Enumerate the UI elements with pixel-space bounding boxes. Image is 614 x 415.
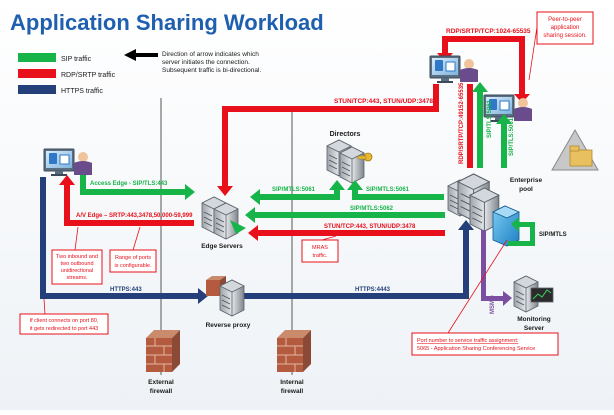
- https-4443-flow: [244, 220, 474, 299]
- rdp-top-label: RDP/SRTP/TCP:1024-65535: [446, 28, 531, 35]
- sip-mtls-5062-flow: [245, 207, 445, 223]
- mras-callout-line1: MRAS: [312, 245, 328, 251]
- legend: SIP traffic RDP/SRTP traffic HTTPS traff…: [18, 49, 261, 95]
- sip-mtls-director-2-flow: [347, 180, 444, 200]
- sip-tls-vertical-1-label: SIP/TLS:5061: [487, 99, 493, 138]
- legend-direction-arrow-icon: [124, 49, 158, 61]
- av-edge-flow: [59, 175, 194, 226]
- stun-top-flow: [217, 84, 439, 196]
- reverse-proxy-label: Reverse proxy: [206, 322, 251, 329]
- file-share-icon: [551, 128, 599, 171]
- https-4443-label: HTTPS:4443: [355, 287, 391, 293]
- monitoring-chart-icon: [530, 287, 554, 303]
- external-firewall-label-2: firewall: [150, 388, 173, 395]
- edge-servers-label: Edge Servers: [201, 243, 243, 250]
- directors-label: Directors: [330, 131, 361, 138]
- rdp-vertical-label: RDP/SRTP/TCP:49152-65535: [459, 82, 465, 164]
- mras-callout-box: [301, 239, 339, 263]
- port80-callout-line1: If client connects on port 80,: [30, 318, 99, 324]
- sip-tls-vertical-1: [472, 82, 488, 168]
- msmq-label: MSMQ: [490, 295, 496, 314]
- stun-bottom-label: STUN/TCP:443, STUN/UDP:3478: [324, 224, 416, 230]
- stun-bottom-flow: [248, 225, 445, 241]
- assign-callout-pointer: [447, 239, 508, 334]
- sip-mtls-director-2-label: SIP/MTLS:5061: [366, 187, 410, 193]
- https-443-flow: [40, 177, 208, 304]
- rdp-vertical-flow: [467, 84, 473, 168]
- external-firewall-icon: [145, 329, 181, 373]
- legend-direction-line1: Direction of arrow indicates which: [162, 51, 259, 58]
- legend-https-swatch: [18, 85, 56, 94]
- p2p-callout-line3: sharing session.: [543, 33, 587, 39]
- inout-callout-line1: Two inbound and: [56, 254, 98, 260]
- sip-mtls-right-label: SIP/MTLS: [539, 232, 567, 238]
- access-edge-flow: [80, 175, 195, 200]
- legend-rdp-label: RDP/SRTP traffic: [61, 72, 116, 79]
- page-title: Application Sharing Workload: [10, 10, 324, 35]
- assign-callout-box: [411, 332, 559, 356]
- p2p-callout-line2: application: [551, 25, 580, 31]
- p2p-callout-pointer: [528, 26, 538, 81]
- range-callout-line2: is configurable.: [115, 263, 152, 269]
- inout-callout-line4: streams.: [66, 275, 88, 281]
- inout-callout-pointer: [74, 226, 79, 251]
- enterprise-pool-label-1: Enterprise: [510, 177, 543, 184]
- stun-top-label: STUN/TCP:443, STUN/UDP:3478: [334, 98, 433, 105]
- legend-direction-line2: server initiates the connection.: [162, 59, 250, 66]
- sip-mtls-director-1-flow: [250, 180, 345, 205]
- mras-callout-pointer: [321, 235, 337, 241]
- legend-sip-label: SIP traffic: [61, 56, 92, 63]
- inout-callout-line2: two outbound: [60, 261, 93, 267]
- legend-direction-line3: Subsequent traffic is bi-directional.: [162, 67, 261, 74]
- p2p-callout-line1: Peer-to-peer: [548, 17, 582, 23]
- mras-callout-line2: traffic.: [313, 253, 328, 259]
- port80-callout-line2: it gets redirected to port 443: [30, 326, 98, 332]
- access-edge-label: Access Edge - SIP/TLS:443: [90, 181, 168, 187]
- sip-mtls-director-1-label: SIP/MTLS:5061: [272, 187, 316, 193]
- range-callout-box: [109, 249, 157, 273]
- directors-server-2: [339, 146, 365, 184]
- edge-green-arrow-icon: [230, 220, 246, 234]
- internal-firewall-icon: [276, 329, 312, 373]
- inout-callout-box: [51, 249, 103, 285]
- edge-server-2: [213, 202, 239, 240]
- reverse-proxy-server: [219, 279, 245, 317]
- assign-callout-line1: Port number to service traffic assignmen…: [417, 338, 519, 344]
- external-firewall-label-1: External: [148, 379, 174, 386]
- legend-sip-swatch: [18, 53, 56, 62]
- sip-mtls-right-flow: [508, 217, 535, 246]
- port80-callout-box: [19, 313, 109, 335]
- inout-callout-line3: unidirectional: [61, 268, 93, 274]
- sip-tls-vertical-2: [496, 114, 512, 168]
- legend-https-label: HTTPS traffic: [61, 88, 103, 95]
- enterprise-pool-label-2: pool: [519, 186, 533, 193]
- monitoring-label-1: Monitoring: [517, 316, 551, 323]
- port80-callout-pointer: [43, 298, 46, 315]
- range-callout-pointer: [132, 226, 141, 251]
- https-443-label: HTTPS:443: [110, 287, 142, 293]
- monitoring-label-2: Server: [524, 325, 545, 332]
- msmq-flow: [481, 230, 512, 306]
- sip-tls-vertical-2-label: SIP/TLS:5061: [509, 117, 515, 156]
- assign-callout-line2: 5065 - Application Sharing Conferencing …: [417, 346, 535, 352]
- legend-rdp-swatch: [18, 69, 56, 78]
- sip-mtls-5062-label: SIP/MTLS:5062: [350, 206, 394, 212]
- key-icon: [357, 152, 373, 162]
- p2p-callout-box: [536, 11, 594, 45]
- range-callout-line1: Range of ports: [115, 255, 151, 261]
- pool-blue-box-icon: [492, 205, 520, 247]
- internal-firewall-label-2: firewall: [281, 388, 304, 395]
- internal-firewall-label-1: Internal: [280, 379, 304, 386]
- av-edge-label: A/V Edge – SRTP:443,3478,50,000-59,999: [76, 213, 193, 219]
